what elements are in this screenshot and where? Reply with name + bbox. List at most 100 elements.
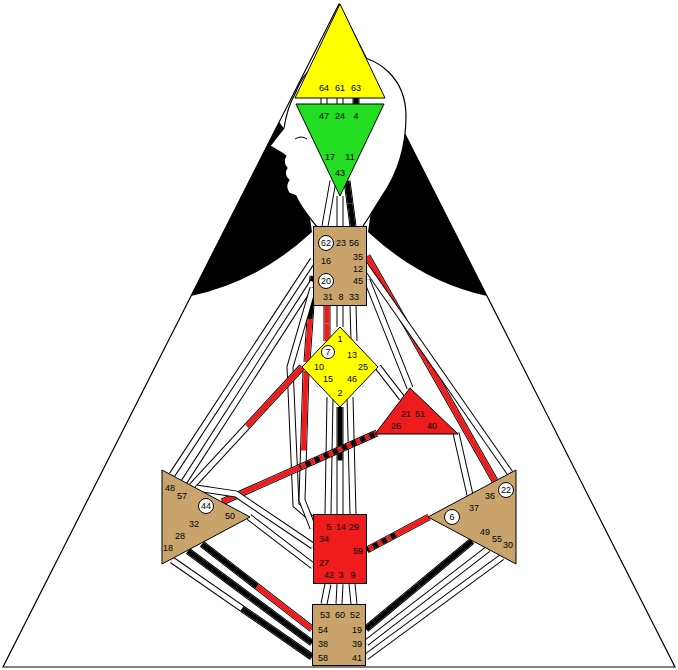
channel-core	[354, 98, 359, 104]
gate-circle: 22	[498, 482, 514, 498]
channel-core	[339, 584, 340, 604]
spleen-center: 48575032281844	[160, 468, 252, 566]
channel-line	[366, 557, 502, 657]
gate-number: 58	[318, 654, 328, 663]
gate-number: 48	[165, 484, 175, 493]
gate-number: 17	[325, 153, 335, 162]
gate-number: 55	[492, 535, 502, 544]
gate-number: 36	[485, 492, 495, 501]
channel-line	[367, 517, 429, 550]
channel-line	[339, 584, 340, 604]
channel	[347, 181, 353, 226]
channel-line	[366, 549, 488, 643]
channel-core	[378, 367, 402, 398]
center-outline	[375, 388, 458, 434]
gate-activation	[188, 551, 312, 643]
gate-activation	[354, 98, 359, 104]
channel-line	[324, 584, 328, 604]
channel	[192, 367, 302, 486]
channel-core	[188, 551, 312, 643]
channel	[302, 371, 313, 528]
channel-line	[172, 560, 312, 657]
gate-number: 28	[175, 532, 185, 541]
channel-core	[192, 367, 302, 486]
gate-number: 44	[201, 502, 211, 511]
gate-number: 49	[480, 528, 490, 537]
channel	[456, 433, 470, 495]
channel	[356, 98, 357, 104]
gate-number: 61	[335, 84, 345, 93]
gate-number: 25	[358, 363, 368, 372]
channel-core	[338, 98, 343, 104]
ajna-center: 47244171143	[296, 104, 384, 196]
gate-activation	[325, 306, 330, 341]
gate-number: 10	[314, 363, 324, 372]
gate-number: 53	[320, 611, 330, 620]
gate-number: 4	[353, 112, 358, 121]
channel	[324, 98, 325, 104]
gate-number: 29	[349, 523, 359, 532]
channel	[339, 584, 340, 604]
sacral-center: 514293459274239	[313, 514, 367, 584]
gate-activation	[188, 551, 312, 643]
gate-number: 52	[350, 611, 360, 620]
channel	[366, 557, 502, 657]
channel-core	[350, 397, 353, 514]
eye-mark	[295, 137, 307, 139]
gate-number: 32	[189, 520, 199, 529]
channel	[325, 181, 333, 226]
gate-number: 54	[318, 626, 328, 635]
channel-core	[353, 306, 354, 341]
gate-number: 31	[323, 293, 333, 302]
gate-number: 56	[349, 239, 359, 248]
gate-number: 34	[319, 535, 329, 544]
gate-number: 41	[352, 654, 362, 663]
center-outline	[428, 470, 516, 564]
gate-number: 40	[427, 422, 437, 431]
gate-number: 57	[177, 492, 187, 501]
gate-activation	[302, 371, 313, 528]
channel-line	[188, 551, 312, 643]
channel-core	[367, 268, 510, 473]
channel-line	[337, 196, 344, 226]
channel-core	[366, 549, 488, 643]
gate-number: 3	[338, 571, 343, 580]
gate-number: 15	[323, 375, 333, 384]
channel	[172, 560, 312, 657]
gate-activation	[325, 306, 330, 341]
gate-number: 50	[225, 512, 235, 521]
gate-number: 64	[319, 84, 329, 93]
channel-line	[302, 371, 313, 528]
body-outline	[3, 4, 675, 667]
gate-number: 63	[351, 84, 361, 93]
channel-core	[338, 196, 343, 226]
channel	[366, 549, 488, 643]
solar-plexus-center: 3637495530226	[426, 468, 518, 566]
channel-core	[352, 584, 354, 604]
throat-center: 235635161245318336220	[313, 226, 367, 306]
channel-line	[321, 98, 328, 104]
gate-number: 35	[353, 253, 363, 262]
channel-core	[222, 433, 377, 502]
channel-line	[337, 407, 344, 514]
gate-number: 12	[353, 265, 363, 274]
channel	[352, 584, 354, 604]
gate-number: 22	[501, 486, 511, 495]
gate-number: 8	[338, 293, 343, 302]
gate-number: 42	[324, 571, 334, 580]
channel-line	[367, 268, 510, 473]
channel-line	[456, 433, 470, 495]
channel-line	[350, 397, 353, 514]
channel-core	[338, 407, 343, 514]
gate-number: 6	[449, 513, 454, 522]
channel-core	[325, 306, 330, 341]
gate-activation	[222, 433, 377, 502]
gate-activation	[222, 433, 377, 502]
gate-number: 38	[318, 640, 328, 649]
gate-circle: 44	[198, 498, 214, 514]
channel-line	[347, 181, 353, 226]
channel-core	[456, 433, 470, 495]
heart-center: 21512640	[372, 386, 460, 436]
channel-core	[325, 181, 333, 226]
